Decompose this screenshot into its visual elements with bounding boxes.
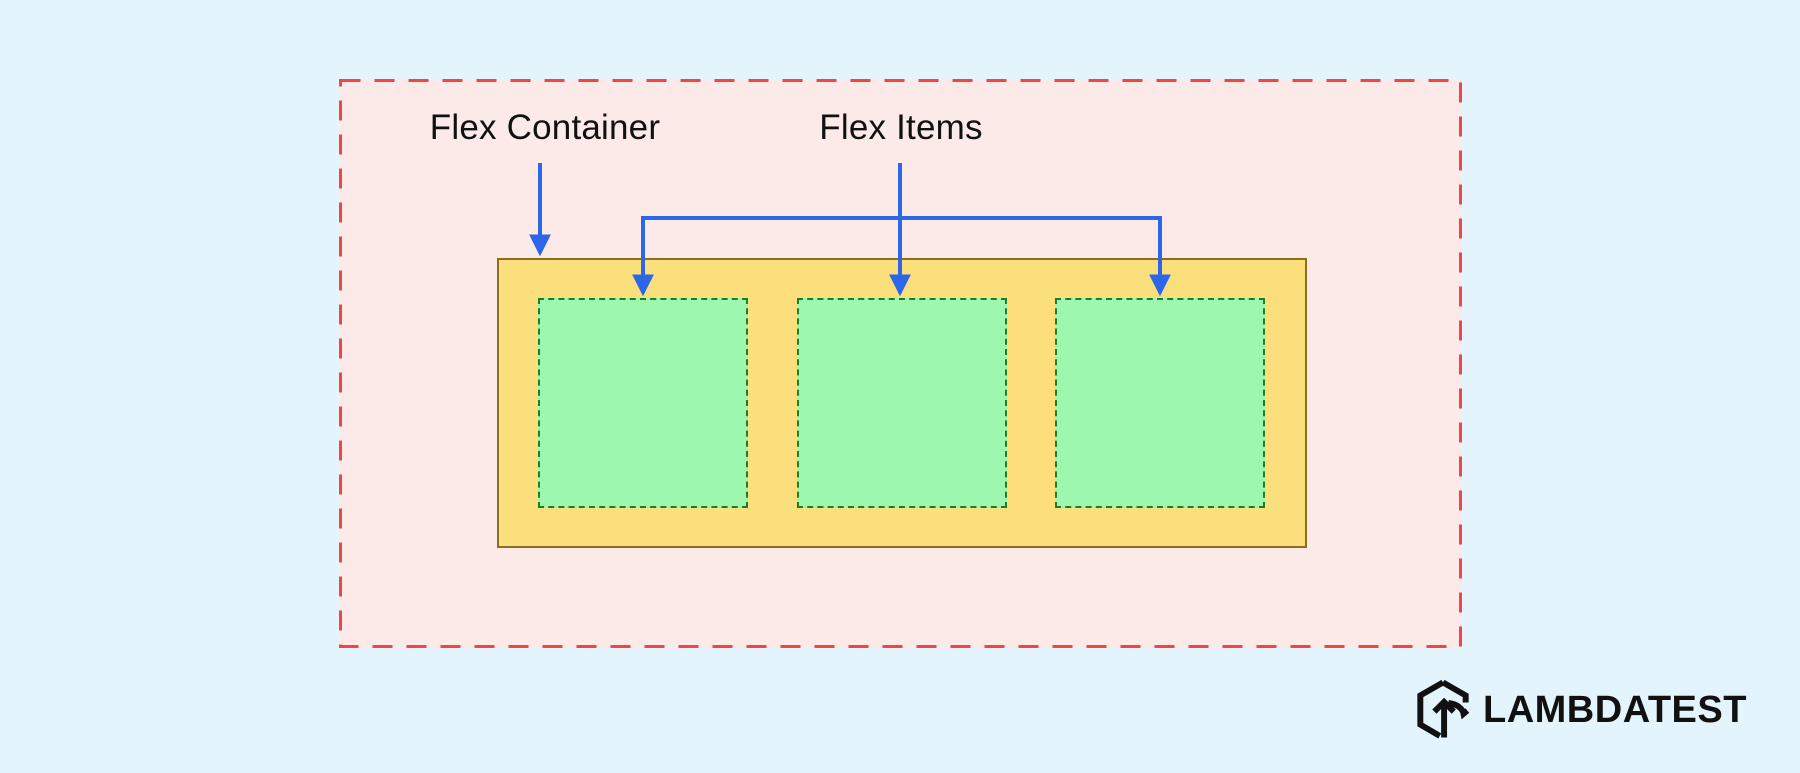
flex-item-2 xyxy=(796,298,1007,508)
flex-item-1 xyxy=(538,298,748,508)
lambdatest-logo-text: LAMBDATEST xyxy=(1483,688,1747,731)
flex-container-label: Flex Container xyxy=(429,108,661,147)
flex-container-box xyxy=(497,258,1307,548)
lambdatest-logo-icon xyxy=(1417,679,1470,739)
flex-items-label: Flex Items xyxy=(819,108,983,147)
lambdatest-logo: LAMBDATEST xyxy=(1416,676,1747,744)
flex-item-3 xyxy=(1055,298,1265,508)
